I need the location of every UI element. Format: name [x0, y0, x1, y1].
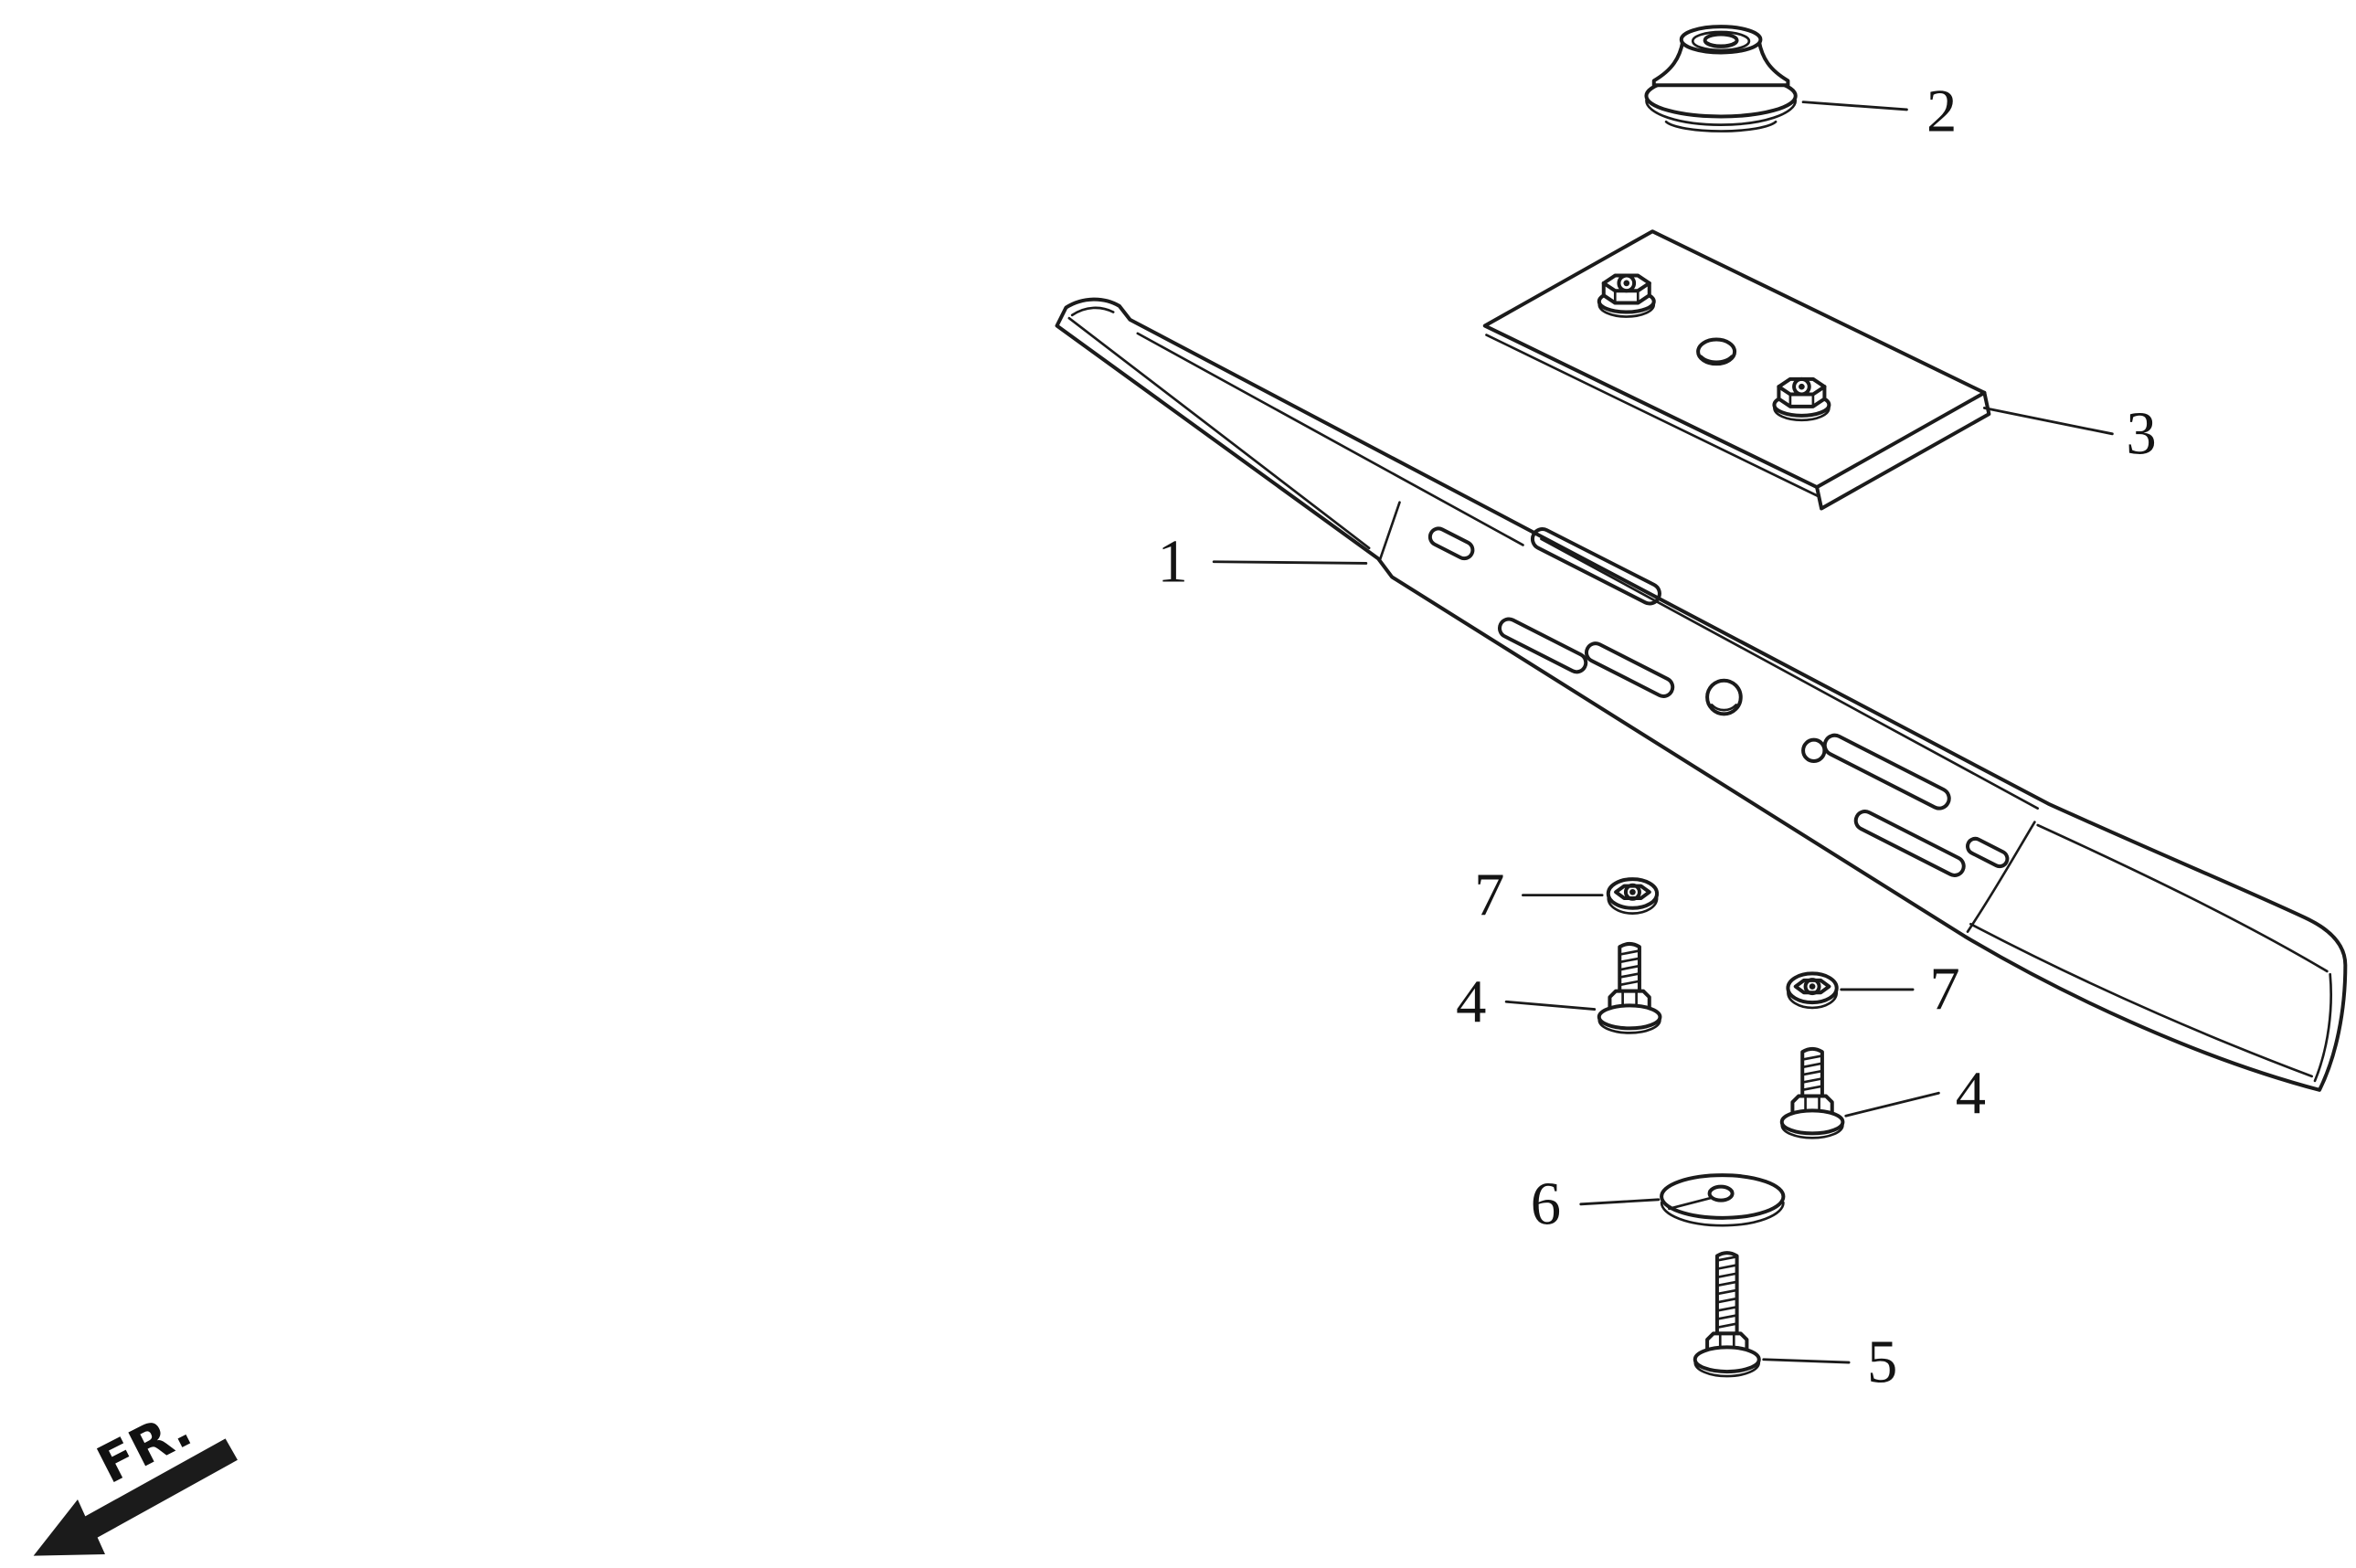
center-flange-bolt	[1693, 1251, 1761, 1379]
blade-slot	[1822, 733, 1951, 810]
callout-1: 1	[1158, 528, 1368, 595]
flange-bolt-left	[1597, 941, 1662, 1035]
callout-7-right-label: 7	[1929, 957, 1959, 1023]
leader-line	[1504, 1000, 1597, 1011]
callout-2-label: 2	[1926, 78, 1957, 144]
blade-holder-plate	[1482, 229, 1991, 511]
plate-center-hole	[1696, 337, 1737, 366]
front-arrow-icon	[33, 1438, 238, 1556]
leader-line	[1844, 1091, 1940, 1118]
callout-5-label: 5	[1867, 1330, 1897, 1396]
callout-6: 6	[1531, 1171, 1661, 1237]
blade-slot	[1584, 641, 1675, 698]
blade-slot	[1853, 810, 1966, 877]
damper-grommet	[1644, 25, 1798, 132]
callout-7-left: 7	[1474, 862, 1604, 928]
flange-bolt-right	[1779, 1046, 1845, 1140]
blade-slot	[1497, 617, 1588, 674]
flange-nut-left	[1606, 877, 1660, 916]
callout-2: 2	[1801, 78, 1957, 144]
callout-5: 5	[1762, 1330, 1897, 1396]
leader-line	[1801, 101, 1908, 111]
leader-line	[1579, 1198, 1661, 1206]
blade-slot	[1427, 526, 1475, 561]
callout-6-label: 6	[1531, 1171, 1561, 1237]
flange-nut-right	[1786, 971, 1839, 1010]
plate-nut-right	[1772, 376, 1831, 422]
leader-line	[1212, 560, 1368, 565]
callout-4-left: 4	[1456, 969, 1597, 1035]
callout-1-label: 1	[1158, 528, 1188, 595]
blade	[1055, 297, 2348, 1092]
callout-7-left-label: 7	[1474, 862, 1504, 928]
special-washer	[1660, 1173, 1786, 1227]
callout-7-right: 7	[1840, 957, 1960, 1023]
blade-center-hole	[1705, 678, 1743, 716]
callout-4-left-label: 4	[1456, 969, 1486, 1035]
leader-line	[1762, 1358, 1851, 1364]
callout-3: 3	[1982, 400, 2157, 467]
blade-slot	[1966, 836, 2010, 869]
leader-line	[1982, 407, 2114, 436]
front-direction-indicator: FR.	[33, 1398, 238, 1556]
callout-3-label: 3	[2126, 400, 2156, 467]
callout-4-right: 4	[1844, 1060, 1986, 1127]
blade-slot	[1530, 527, 1661, 606]
callout-4-right-label: 4	[1956, 1060, 1986, 1127]
plate-nut-left	[1597, 273, 1656, 319]
